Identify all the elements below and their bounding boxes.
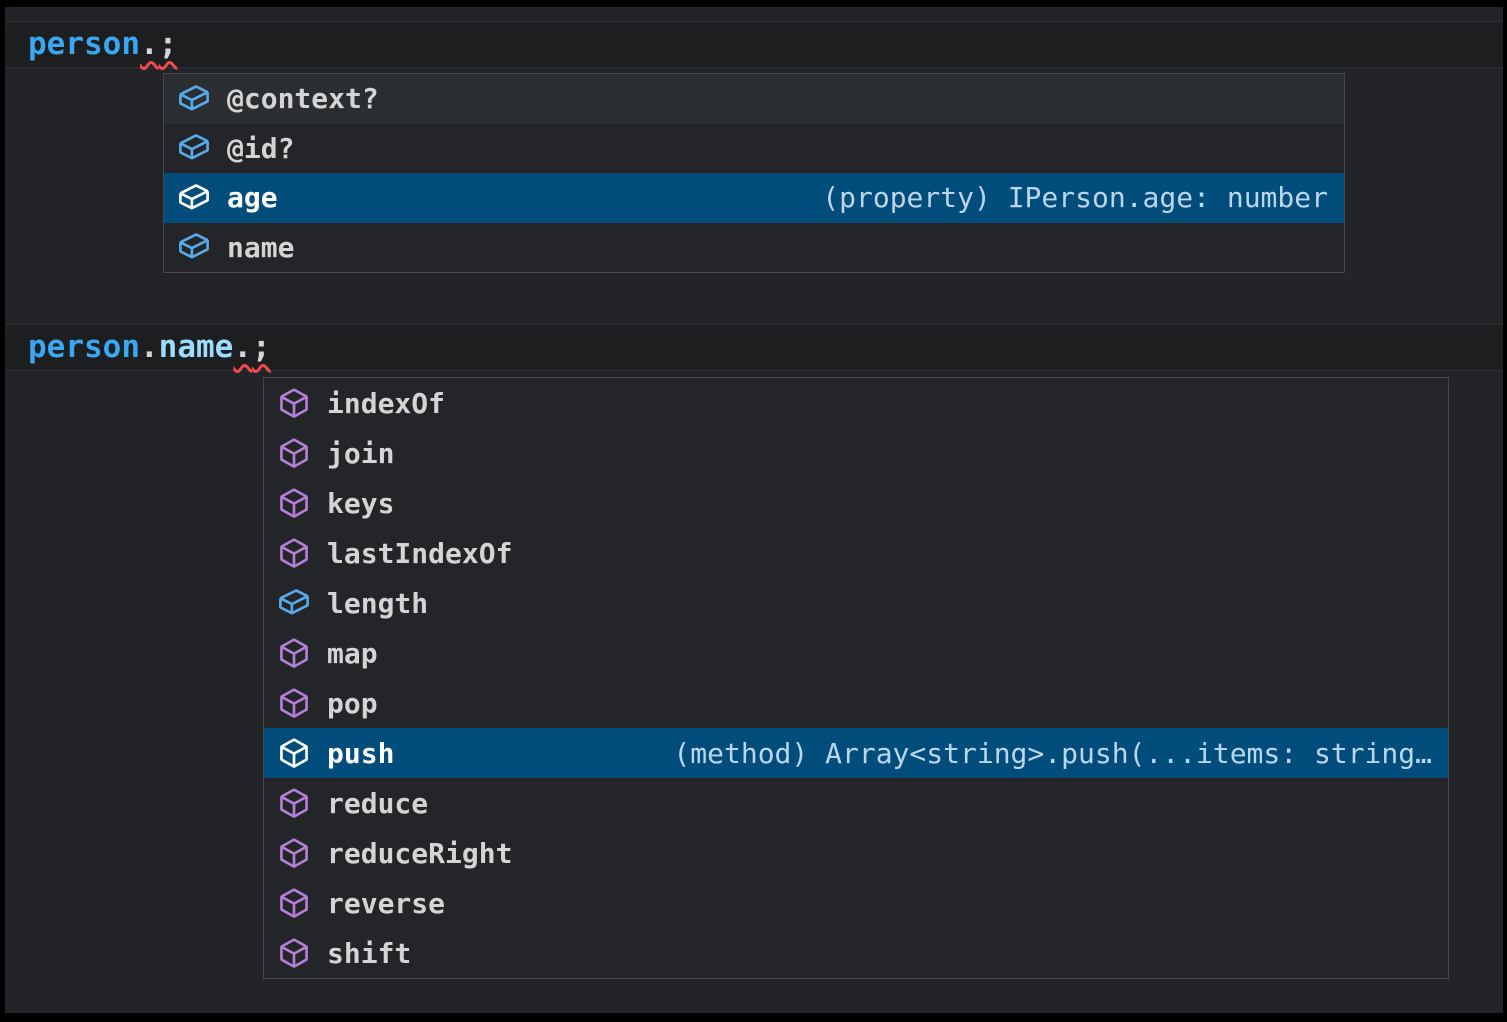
suggestion-item-push[interactable]: push (method) Array<string>.push(...items…	[264, 728, 1448, 778]
symbol-method-icon	[277, 936, 311, 970]
suggestion-item-keys[interactable]: keys	[264, 478, 1448, 528]
symbol-field-icon	[177, 230, 211, 264]
suggestion-item-id[interactable]: @id?	[164, 124, 1344, 174]
suggestion-item-lastindexof[interactable]: lastIndexOf	[264, 528, 1448, 578]
code-token-punctuation: .	[139, 329, 159, 365]
code-line-2: person.name.;	[5, 324, 1503, 371]
code-token-punctuation: .	[233, 329, 252, 365]
code-token-variable: person	[28, 329, 140, 365]
suggestion-item-map[interactable]: map	[264, 628, 1448, 678]
suggestion-detail: (property) IPerson.age: number	[822, 181, 1328, 215]
suggestion-label: join	[327, 436, 395, 470]
suggestion-item-join[interactable]: join	[264, 428, 1448, 478]
code-text-1[interactable]: person.;	[28, 22, 177, 67]
code-token-punctuation: ;	[158, 26, 178, 62]
suggestion-item-indexof[interactable]: indexOf	[264, 378, 1448, 428]
suggestion-item-shift[interactable]: shift	[264, 928, 1448, 978]
suggestion-item-context[interactable]: @context?	[164, 74, 1344, 124]
suggestion-item-pop[interactable]: pop	[264, 678, 1448, 728]
symbol-method-icon	[277, 886, 311, 920]
code-line-1: person.;	[5, 21, 1503, 68]
code-token-punctuation: ;	[251, 329, 271, 365]
code-token-variable: person	[28, 26, 140, 62]
suggest-widget-person: @context? @id? age (property) IPerson.age: …	[163, 73, 1345, 273]
symbol-method-icon	[277, 736, 311, 770]
symbol-method-icon	[277, 536, 311, 570]
suggestion-item-age[interactable]: age (property) IPerson.age: number	[164, 173, 1344, 223]
symbol-field-icon	[177, 181, 211, 215]
suggestion-label: age	[227, 181, 278, 215]
symbol-method-icon	[277, 636, 311, 670]
suggestion-label: name	[227, 230, 295, 264]
suggestion-detail: (method) Array<string>.push(...items: st…	[673, 736, 1432, 770]
suggestion-label: indexOf	[327, 386, 446, 420]
symbol-method-icon	[277, 686, 311, 720]
code-text-2[interactable]: person.name.;	[28, 325, 271, 370]
suggestion-label: push	[327, 736, 395, 770]
symbol-method-icon	[277, 436, 311, 470]
suggestion-label: keys	[327, 486, 395, 520]
suggestion-label: pop	[327, 686, 378, 720]
suggestion-label: @context?	[227, 82, 379, 116]
suggestion-label: shift	[327, 936, 412, 970]
suggestion-label: length	[327, 586, 429, 620]
suggestion-item-name[interactable]: name	[164, 223, 1344, 273]
symbol-method-icon	[277, 836, 311, 870]
code-token-punctuation: .	[139, 26, 159, 62]
suggestion-label: reduce	[327, 786, 429, 820]
suggest-widget-name: indexOf join keys lastIndexOf length map pop pu…	[263, 377, 1449, 979]
suggestion-item-reverse[interactable]: reverse	[264, 878, 1448, 928]
symbol-method-icon	[277, 486, 311, 520]
suggestion-item-reduce[interactable]: reduce	[264, 778, 1448, 828]
suggestion-label: lastIndexOf	[327, 536, 513, 570]
suggestion-item-length[interactable]: length	[264, 578, 1448, 628]
suggestion-label: reverse	[327, 886, 446, 920]
symbol-field-icon	[177, 131, 211, 165]
code-token-property: name	[158, 329, 234, 365]
symbol-field-icon	[277, 586, 311, 620]
suggestion-label: @id?	[227, 131, 295, 165]
suggestion-label: reduceRight	[327, 836, 513, 870]
symbol-method-icon	[277, 786, 311, 820]
suggestion-label: map	[327, 636, 378, 670]
symbol-method-icon	[277, 386, 311, 420]
suggestion-item-reduceright[interactable]: reduceRight	[264, 828, 1448, 878]
symbol-field-icon	[177, 82, 211, 116]
